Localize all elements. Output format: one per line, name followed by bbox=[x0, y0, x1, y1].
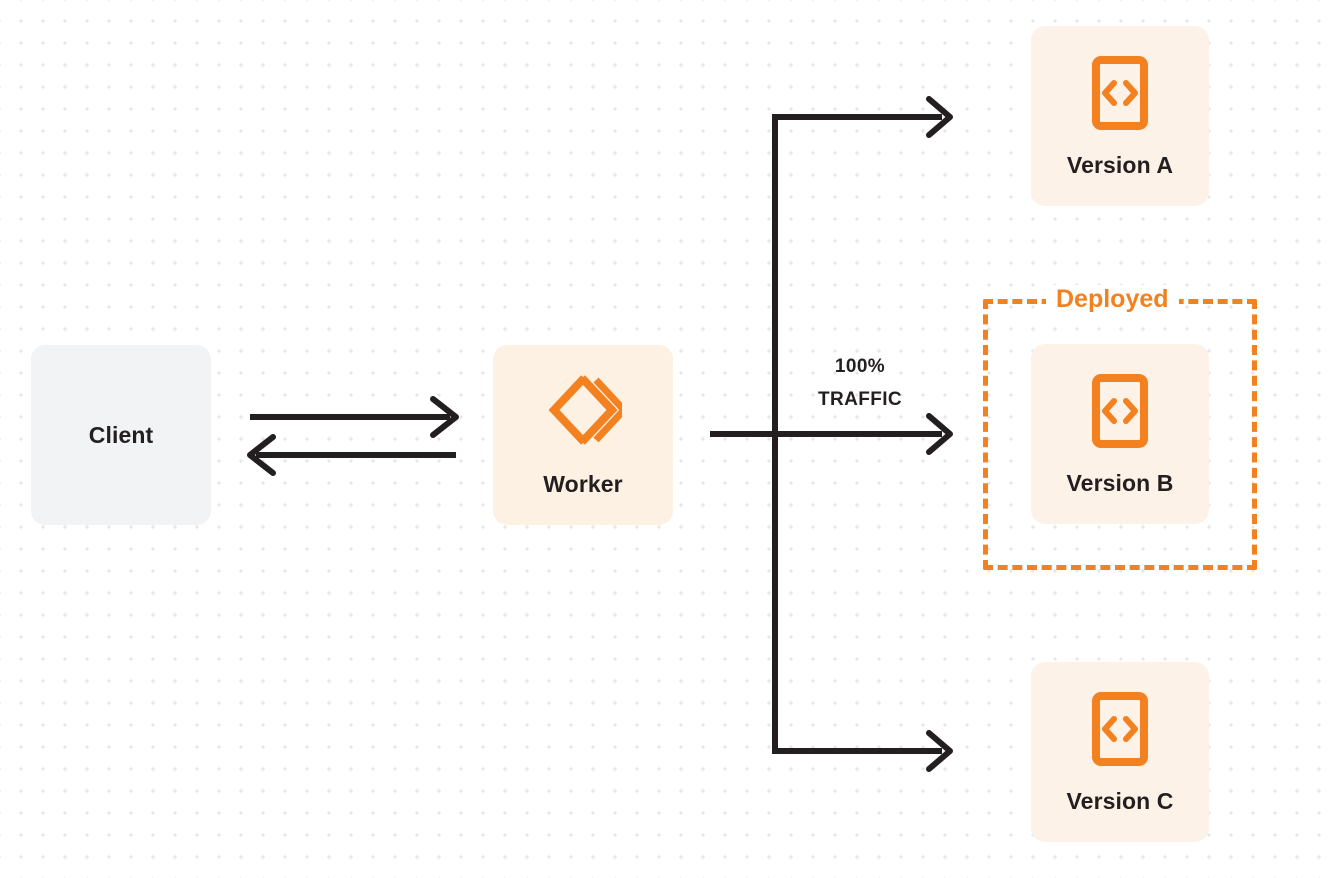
deployed-group-label: Deployed bbox=[1046, 285, 1179, 313]
node-version-b[interactable]: Version B bbox=[1031, 344, 1209, 524]
arrow-worker-to-version-a bbox=[772, 96, 953, 138]
version-c-label: Version C bbox=[1066, 788, 1174, 814]
code-document-icon bbox=[1091, 373, 1149, 454]
arrow-worker-to-client bbox=[247, 434, 456, 476]
traffic-word-text: TRAFFIC bbox=[817, 389, 903, 410]
arrow-worker-to-version-c bbox=[772, 730, 953, 772]
traffic-percent-text: 100% bbox=[834, 356, 886, 377]
code-document-icon bbox=[1091, 691, 1149, 772]
version-b-label: Version B bbox=[1066, 470, 1174, 496]
node-version-c[interactable]: Version C bbox=[1031, 662, 1209, 842]
node-version-a[interactable]: Version A bbox=[1031, 26, 1209, 206]
client-label: Client bbox=[88, 421, 154, 448]
version-a-label: Version A bbox=[1066, 152, 1174, 178]
node-client[interactable]: Client bbox=[31, 345, 211, 525]
worker-label: Worker bbox=[543, 471, 623, 497]
cloudflare-workers-icon bbox=[544, 372, 629, 453]
arrow-worker-to-version-b bbox=[710, 413, 953, 455]
arrow-client-to-worker bbox=[250, 396, 459, 438]
node-worker[interactable]: Worker bbox=[493, 345, 673, 525]
traffic-label: 100% TRAFFIC bbox=[790, 350, 930, 416]
code-document-icon bbox=[1091, 55, 1149, 136]
